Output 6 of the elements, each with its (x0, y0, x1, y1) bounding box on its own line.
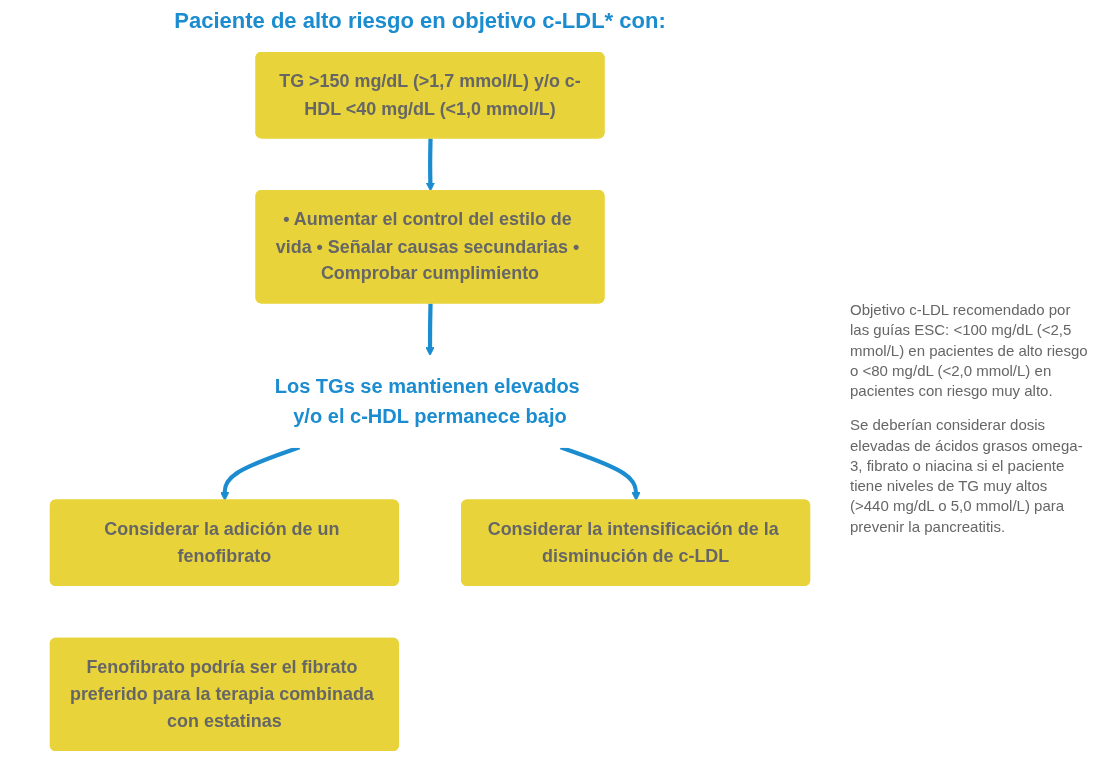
arrow (425, 303, 435, 357)
arrow (425, 138, 435, 192)
title: Paciente de alto riesgo en objetivo c-LDL* con: (173, 8, 667, 34)
node-text: Los TGs se mantienen elevados y/o el c-HDL permanece bajo (274, 374, 580, 427)
note-text: Objetivo c-LDL recomendado por las guías ESC: <100 mg/dL (<2,5 mmol/L) en pacientes de alto riesgo o <80 mg/dL (<2,0 mmol/L) en pacientes con riesgo muy alto. (850, 300, 1089, 401)
note-text: Se deberían considerar dosis elevadas de ácidos grasos omega-3, fibrato o niacina si el paciente tiene niveles de TG muy altos (>440 mg/dL o 5,0 mmol/L) para prevenir la pancreatitis. (850, 415, 1084, 537)
